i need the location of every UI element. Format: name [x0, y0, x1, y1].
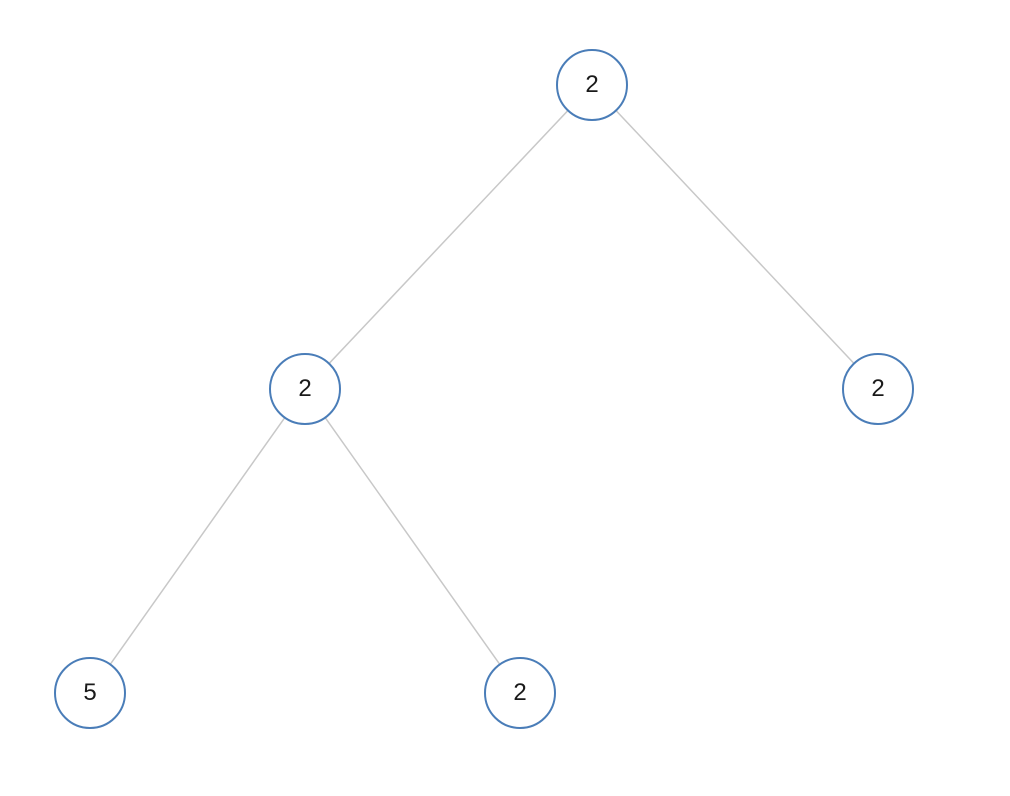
tree-node-label: 2 [298, 375, 312, 402]
tree-node-root[interactable]: 2 [556, 49, 628, 121]
tree-node-left[interactable]: 2 [269, 353, 341, 425]
tree-edge [110, 417, 285, 665]
tree-node-label: 2 [585, 71, 599, 98]
tree-node-label: 2 [513, 679, 527, 706]
tree-node-label: 2 [871, 375, 885, 402]
tree-node-left-left[interactable]: 5 [54, 657, 126, 729]
tree-node-right[interactable]: 2 [842, 353, 914, 425]
tree-edge [615, 110, 855, 364]
tree-node-label: 5 [83, 679, 97, 706]
tree-edge [328, 110, 569, 364]
tree-edge [325, 417, 500, 665]
tree-node-left-right[interactable]: 2 [484, 657, 556, 729]
